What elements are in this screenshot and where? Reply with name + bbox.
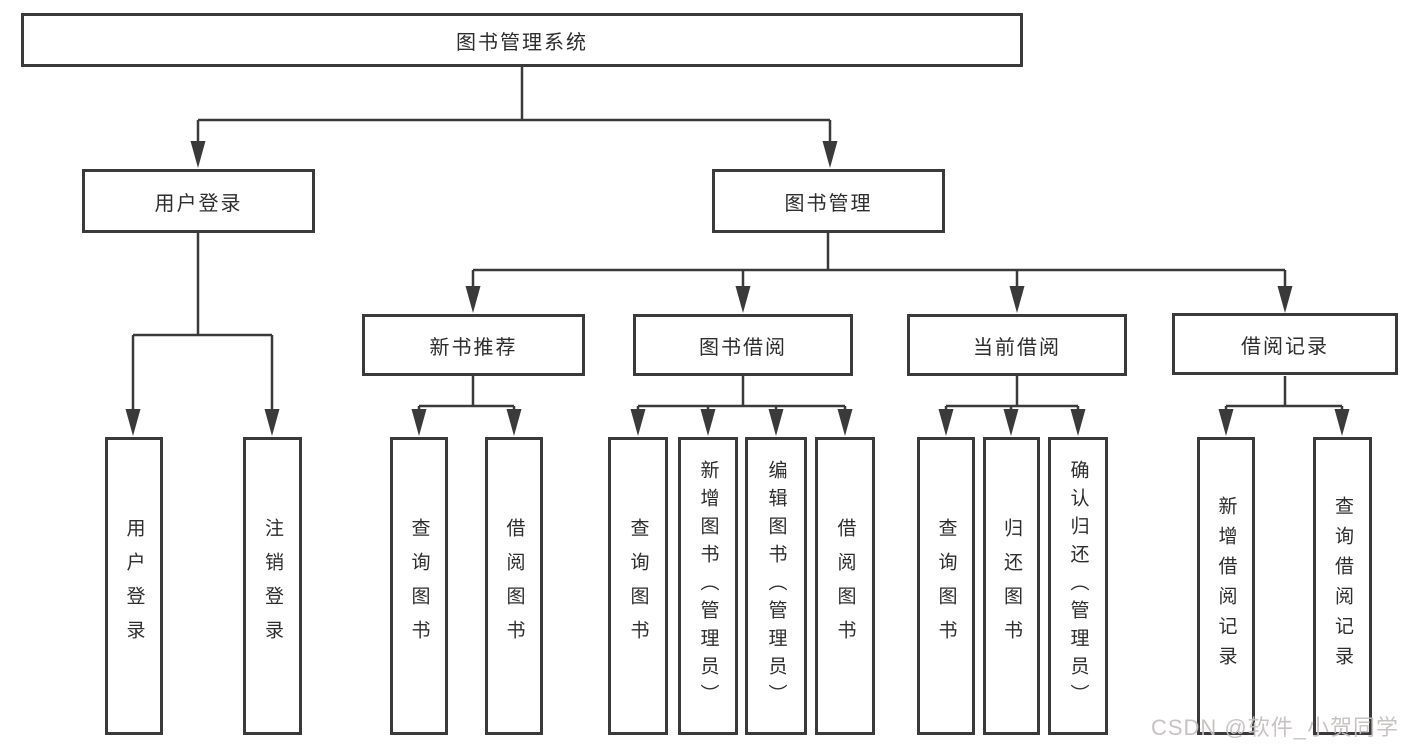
leaf-query-books-recommend: 查询图书 (390, 437, 448, 735)
node-book-management: 图书管理 (712, 169, 945, 233)
node-label: 当前借阅 (973, 336, 1061, 359)
leaf-confirm-return-admin: 确认归还（管理员） (1048, 437, 1108, 735)
leaf-return-books: 归还图书 (983, 437, 1040, 735)
node-root-system: 图书管理系统 (21, 13, 1023, 67)
leaf-label: 用户登录 (123, 518, 145, 654)
leaf-query-borrow-record: 查询借阅记录 (1313, 437, 1372, 735)
node-root-label: 图书管理系统 (456, 31, 588, 54)
leaf-add-books-admin: 新增图书（管理员） (678, 437, 738, 735)
leaf-query-books-current: 查询图书 (917, 437, 975, 735)
leaf-label: 借阅图书 (503, 518, 525, 654)
leaf-add-borrow-record: 新增借阅记录 (1197, 437, 1255, 735)
leaf-query-books-borrowing: 查询图书 (608, 437, 668, 735)
leaf-label: 查询图书 (408, 518, 430, 654)
node-label: 借阅记录 (1241, 335, 1329, 358)
leaf-label: 归还图书 (1001, 518, 1022, 654)
leaf-label: 查询图书 (935, 518, 957, 654)
node-borrowing-records: 借阅记录 (1172, 313, 1398, 375)
leaf-edit-books-admin: 编辑图书（管理员） (745, 437, 807, 735)
csdn-watermark: CSDN @软件_小贺同学 (1150, 715, 1399, 740)
leaf-borrow-books-recommend: 借阅图书 (485, 437, 543, 735)
node-label: 图书借阅 (699, 336, 787, 359)
arrowhead-icons (125, 141, 1350, 436)
leaf-label: 确认归还（管理员） (1067, 460, 1089, 712)
leaf-label: 查询借阅记录 (1332, 496, 1353, 676)
leaf-label: 编辑图书（管理员） (765, 460, 787, 712)
node-label: 用户登录 (154, 192, 243, 215)
leaf-label: 查询图书 (627, 518, 649, 654)
leaf-user-login: 用户登录 (105, 437, 163, 735)
node-label: 图书管理 (784, 192, 873, 215)
leaf-label: 借阅图书 (834, 518, 856, 654)
leaf-label: 新增图书（管理员） (697, 460, 719, 712)
leaf-label: 注销登录 (262, 518, 283, 654)
leaf-label: 新增借阅记录 (1215, 496, 1237, 676)
node-label: 新书推荐 (429, 336, 518, 359)
node-book-borrowing: 图书借阅 (633, 314, 853, 376)
node-new-book-recommend: 新书推荐 (362, 314, 585, 376)
node-current-borrowing: 当前借阅 (907, 314, 1127, 376)
leaf-logout: 注销登录 (243, 437, 302, 735)
leaf-borrow-books: 借阅图书 (815, 437, 875, 735)
node-user-login: 用户登录 (82, 169, 315, 233)
